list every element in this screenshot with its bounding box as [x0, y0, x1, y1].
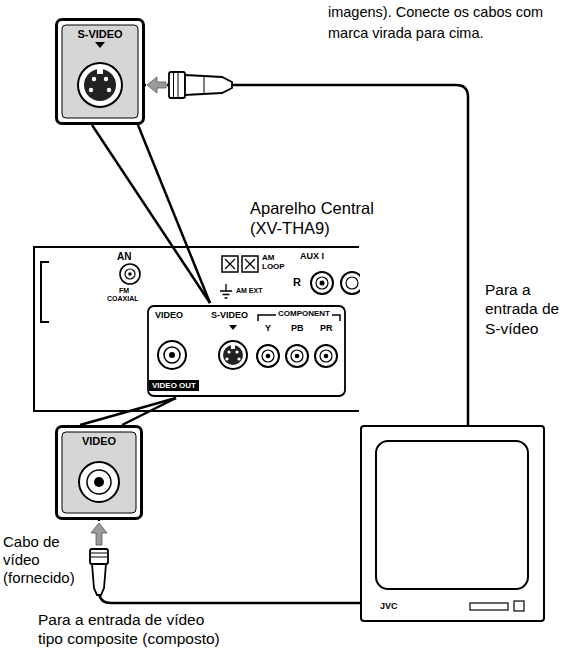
jack-label: S-VIDEO	[211, 310, 248, 320]
section-label: VIDEO OUT	[149, 380, 199, 391]
cable-callout: Cabo de vídeo (fornecido)	[3, 533, 89, 587]
jack-label: S-VIDEO	[58, 28, 142, 41]
jack-label: PR	[320, 323, 333, 333]
group-label: COMPONENT	[276, 309, 332, 318]
jack-label: VIDEO	[155, 310, 183, 320]
terminal-label: COAXIAL	[107, 295, 139, 303]
terminal-label: FM	[119, 287, 129, 295]
video-plug	[90, 521, 108, 595]
callout-tail	[80, 124, 210, 426]
cable-label: Para a entrada de S-vídeo	[485, 280, 563, 338]
jack-label: PB	[291, 323, 304, 333]
terminal-label: AM EXT	[236, 287, 262, 295]
jack-label: VIDEO	[58, 435, 140, 448]
unit-heading: Aparelho Central (XV-THA9)	[250, 199, 400, 239]
jack-label: Y	[265, 323, 271, 333]
terminal-label: AM LOOP	[262, 254, 290, 272]
tv-monitor: JVC	[360, 425, 545, 622]
instruction-text: imagens). Conecte os cabos com marca vir…	[328, 2, 562, 44]
video-cable	[145, 85, 468, 425]
video-cable	[99, 520, 360, 603]
cable-label: Para a entrada de vídeo tipo composite (…	[38, 610, 233, 649]
s-video-plug	[146, 72, 232, 98]
terminal-label: AN	[117, 251, 131, 263]
tv-art	[376, 441, 528, 611]
terminal-label: AUX I	[300, 251, 324, 261]
video-inset: VIDEO	[55, 425, 143, 520]
s-video-inset: S-VIDEO	[55, 18, 145, 125]
rear-panel-art	[41, 256, 374, 396]
channel-label: R	[293, 276, 301, 289]
brand-logo: JVC	[380, 601, 398, 611]
